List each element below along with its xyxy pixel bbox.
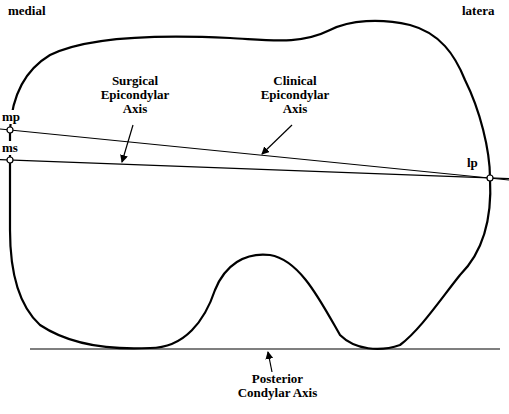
clinical-leader <box>262 125 292 154</box>
axis-label: Posterior Condylar Axis <box>235 372 320 400</box>
surgical-axis-line <box>0 160 509 179</box>
side-label: medial <box>8 4 46 18</box>
lp-point <box>487 175 493 181</box>
clinical-axis-line <box>0 129 509 180</box>
mp-point <box>7 127 13 133</box>
posterior-axis-line <box>30 348 500 349</box>
side-label: latera <box>462 4 494 18</box>
axis-label: Clinical Epicondylar Axis <box>250 74 340 116</box>
femur-outline <box>10 21 490 349</box>
point-label: mp <box>1 110 21 124</box>
surgical-leader <box>122 125 133 162</box>
point-label: lp <box>466 156 479 170</box>
ms-point <box>7 157 13 163</box>
axis-label: Surgical Epicondylar Axis <box>90 74 180 116</box>
point-label: ms <box>1 141 19 155</box>
posterior-leader <box>268 352 272 372</box>
